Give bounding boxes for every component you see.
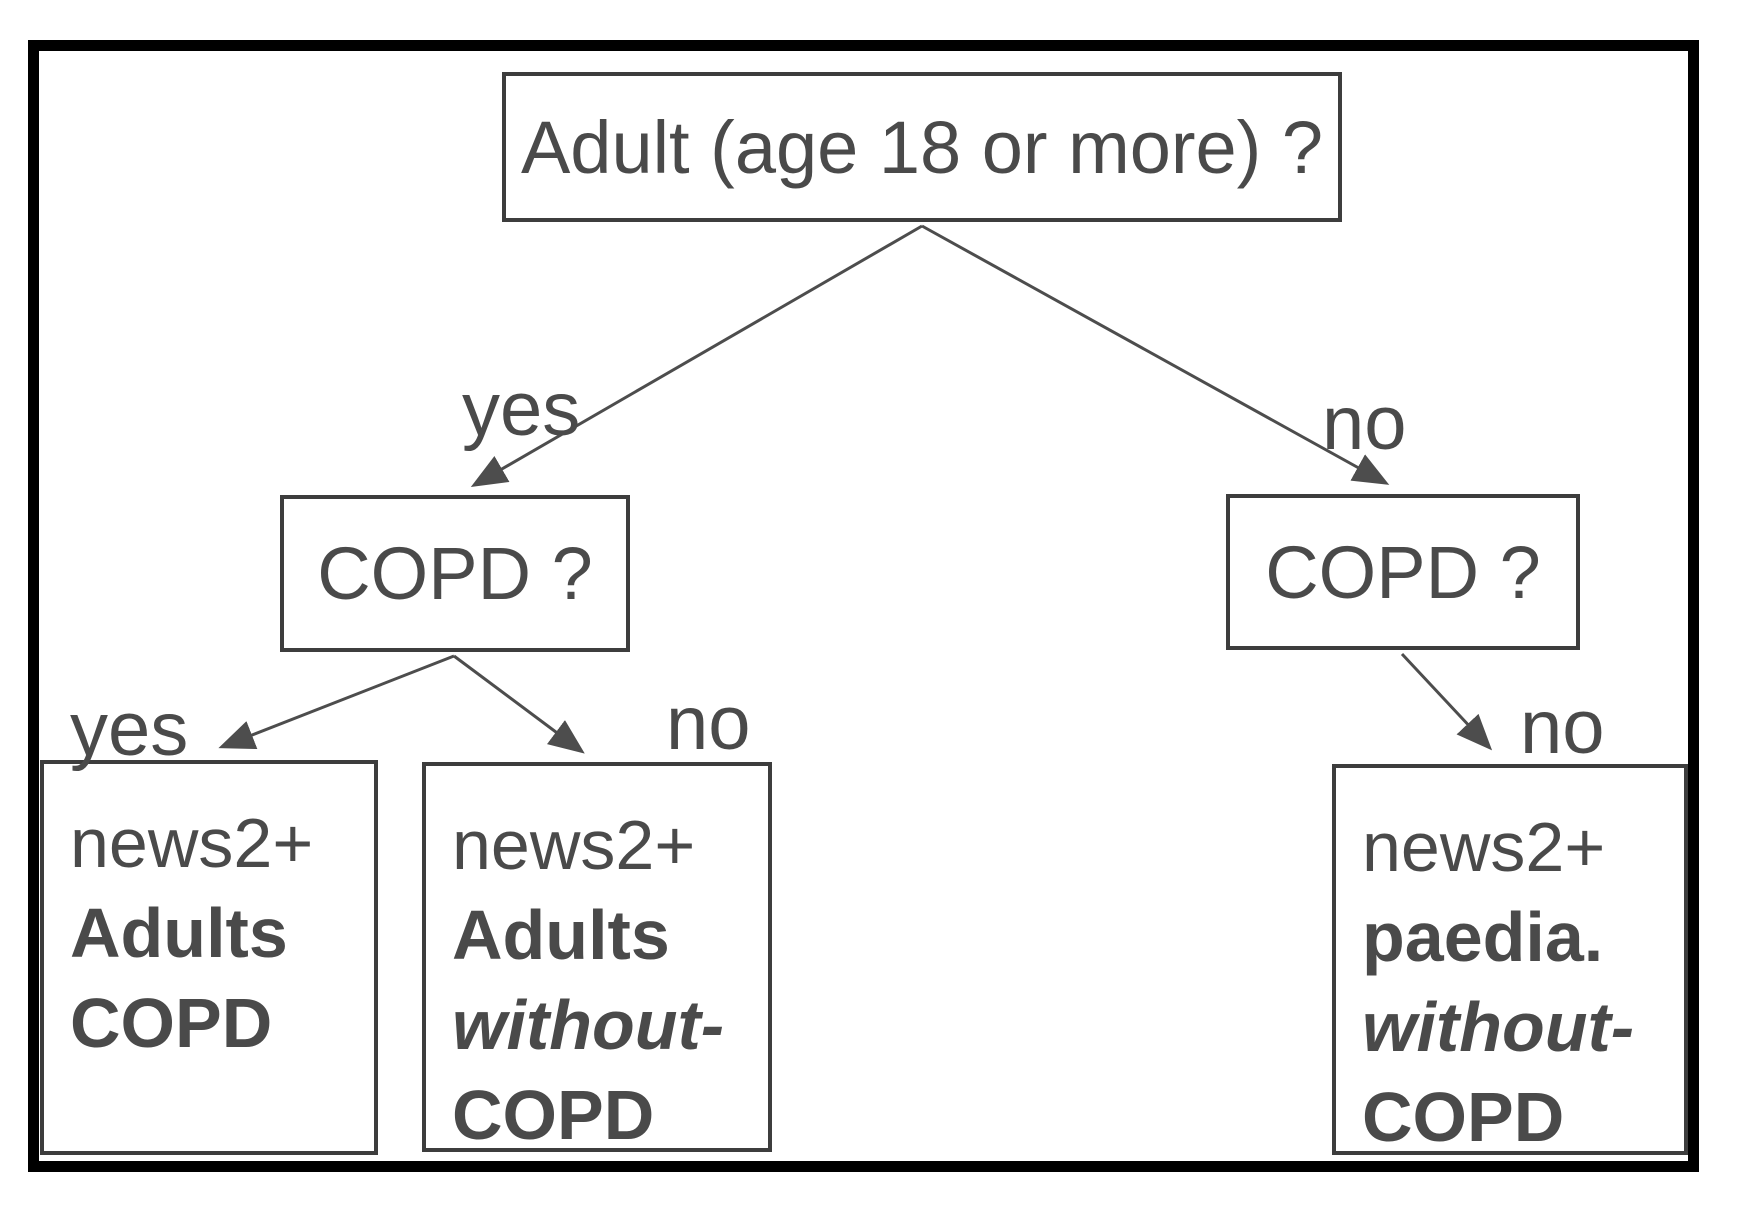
leaf-node-adults-copd: news2+ Adults COPD: [40, 760, 378, 1155]
leaf-node-paedia-without-copd: news2+ paedia. without- COPD: [1332, 764, 1688, 1156]
edge-root-yes-arrow: [470, 224, 923, 488]
edge-label-copd-adult-no: no: [666, 681, 751, 766]
decision-node-copd-adult: COPD ?: [280, 495, 630, 652]
edge-label-copd-adult-yes: yes: [70, 687, 189, 772]
decision-node-copd-adult-label: COPD ?: [317, 532, 593, 615]
leaf-node-adults-without-copd: news2+ Adults without- COPD: [422, 762, 772, 1154]
leaf-line-dataset: news2+: [1362, 808, 1606, 886]
leaf-line-condition: COPD: [452, 1076, 655, 1154]
decision-node-copd-child: COPD ?: [1226, 494, 1580, 650]
edge-root-no-arrow: [921, 224, 1390, 485]
edge-copd-adult-no-arrow: [453, 654, 585, 754]
leaf-line-dataset: news2+: [70, 804, 314, 882]
leaf-line-qualifier: without-: [1362, 988, 1635, 1066]
edge-label-copd-child-no: no: [1520, 685, 1605, 770]
decision-node-adult-age-label: Adult (age 18 or more) ?: [520, 105, 1324, 189]
edge-label-root-yes: yes: [462, 367, 581, 452]
edge-label-root-no: no: [1322, 381, 1407, 466]
leaf-line-cohort: paedia.: [1362, 898, 1604, 976]
leaf-line-cohort: Adults: [452, 896, 670, 974]
leaf-line-qualifier: without-: [452, 986, 725, 1064]
decision-node-copd-child-label: COPD ?: [1265, 530, 1541, 614]
leaf-line-dataset: news2+: [452, 806, 696, 884]
edge-copd-child-no-arrow: [1400, 652, 1493, 751]
edge-copd-adult-yes-arrow: [218, 654, 455, 750]
decision-node-adult-age: Adult (age 18 or more) ?: [502, 72, 1342, 222]
leaf-line-condition: COPD: [1362, 1078, 1565, 1156]
leaf-line-condition: COPD: [70, 984, 273, 1062]
leaf-line-cohort: Adults: [70, 894, 288, 972]
